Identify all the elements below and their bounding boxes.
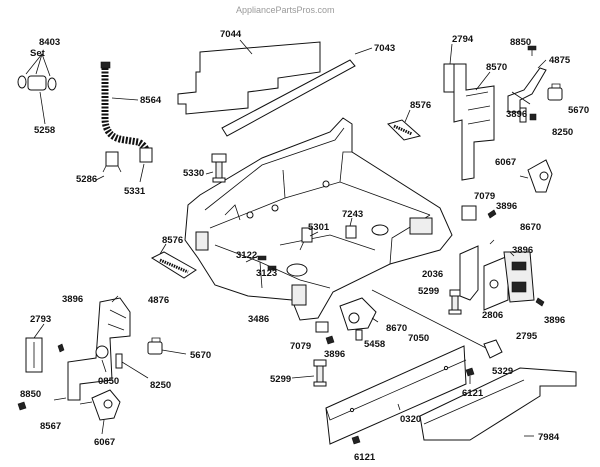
part-label-2806: 2806: [482, 310, 503, 321]
rail-part[interactable]: [221, 59, 356, 137]
kickplate-part[interactable]: [325, 345, 467, 445]
part-label-0850: 0850: [98, 376, 119, 387]
spring-bracket-part-2[interactable]: [17, 343, 121, 435]
part-label-8250-low: 8250: [150, 380, 171, 391]
part-label-3896-left: 3896: [62, 294, 83, 305]
clip-part[interactable]: [519, 107, 537, 123]
part-label-3896-right: 3896: [512, 245, 533, 256]
part-label-6067-low: 6067: [94, 437, 115, 448]
insulation-panel-part[interactable]: [177, 41, 321, 115]
leveling-foot-part-3[interactable]: [313, 359, 327, 387]
part-label-3486: 3486: [248, 314, 269, 325]
part-label-5330: 5330: [183, 168, 204, 179]
part-label-7050: 7050: [408, 333, 429, 344]
part-label-7984: 7984: [538, 432, 560, 443]
part-label-5299-low: 5299: [270, 374, 291, 385]
part-label-2036: 2036: [422, 269, 443, 280]
part-label-3896-low: 3896: [324, 349, 345, 360]
part-label-7243: 7243: [342, 209, 363, 220]
pin-part[interactable]: [489, 239, 545, 307]
part-label-3122: 3122: [236, 250, 257, 261]
part-label-5670-low: 5670: [190, 350, 211, 361]
part-label-set: Set: [30, 48, 46, 59]
part-label-4876: 4876: [148, 295, 169, 306]
part-label-8250-top: 8250: [552, 127, 573, 138]
part-label-6121-low: 6121: [354, 452, 376, 463]
part-label-8570: 8570: [486, 62, 507, 73]
part-label-8576-left: 8576: [162, 235, 183, 246]
heater-strip-part[interactable]: [387, 119, 422, 141]
part-label-2794: 2794: [452, 34, 474, 45]
toe-panel-part[interactable]: [419, 367, 577, 441]
part-label-8670-right: 8670: [520, 222, 541, 233]
screw-part-2[interactable]: [351, 367, 475, 445]
side-bracket-right-part[interactable]: [443, 63, 495, 181]
part-label-5458: 5458: [364, 339, 385, 350]
part-label-5299-mid: 5299: [418, 286, 439, 297]
screw-part[interactable]: [527, 45, 537, 56]
hinge-bracket-part[interactable]: [507, 67, 547, 113]
part-label-7043: 7043: [374, 43, 395, 54]
hose-clip-part[interactable]: [102, 151, 122, 173]
part-label-8403: 8403: [39, 37, 60, 48]
part-label-8576-top: 8576: [410, 100, 431, 111]
part-label-7079-low: 7079: [290, 341, 311, 352]
part-label-5286: 5286: [76, 174, 97, 185]
part-label-4875: 4875: [549, 55, 571, 66]
part-label-8564: 8564: [140, 95, 162, 106]
part-label-7044: 7044: [220, 29, 242, 40]
part-label-2793: 2793: [30, 314, 51, 325]
part-label-3896-lowright: 3896: [544, 315, 565, 326]
part-label-8567: 8567: [40, 421, 61, 432]
part-label-6121-right: 6121: [462, 388, 484, 399]
part-label-5331: 5331: [124, 186, 146, 197]
mount-block-part-2[interactable]: [315, 317, 379, 345]
drain-hose-part[interactable]: [100, 61, 153, 163]
spring-bracket-part[interactable]: [519, 159, 553, 193]
base-assembly-part[interactable]: [184, 117, 453, 321]
part-label-3896-mid: 3896: [496, 201, 517, 212]
heater-strip-part-2[interactable]: [150, 251, 197, 279]
part-label-3123: 3123: [256, 268, 277, 279]
part-label-7079-top: 7079: [474, 191, 495, 202]
part-label-0320: 0320: [400, 414, 421, 425]
part-label-5329: 5329: [492, 366, 513, 377]
rod-part[interactable]: [371, 289, 503, 359]
part-labels: 8403 Set 5258 7044 7043 8564 2794 8850 4…: [20, 29, 589, 463]
mount-block-part[interactable]: [461, 205, 497, 221]
leveling-foot-part-2[interactable]: [448, 289, 462, 315]
hose-clamp-set-part[interactable]: [17, 75, 57, 91]
watermark-text: AppliancePartsPros.com: [236, 5, 335, 15]
leveling-foot-part[interactable]: [211, 153, 227, 183]
part-label-5670-top: 5670: [568, 105, 589, 116]
part-label-8670-low: 8670: [386, 323, 407, 334]
part-label-5301: 5301: [308, 222, 330, 233]
inlet-valve-part[interactable]: [339, 297, 377, 341]
part-label-3896-top: 3896: [506, 109, 527, 120]
latch-components-part[interactable]: [95, 337, 163, 369]
part-label-6067-top: 6067: [495, 157, 516, 168]
part-label-5258: 5258: [34, 125, 55, 136]
door-latch-assembly-part[interactable]: [459, 245, 535, 311]
guide-block-part[interactable]: [547, 83, 563, 101]
part-label-8850-top: 8850: [510, 37, 531, 48]
part-label-2795: 2795: [516, 331, 538, 342]
part-label-8850-low: 8850: [20, 389, 41, 400]
